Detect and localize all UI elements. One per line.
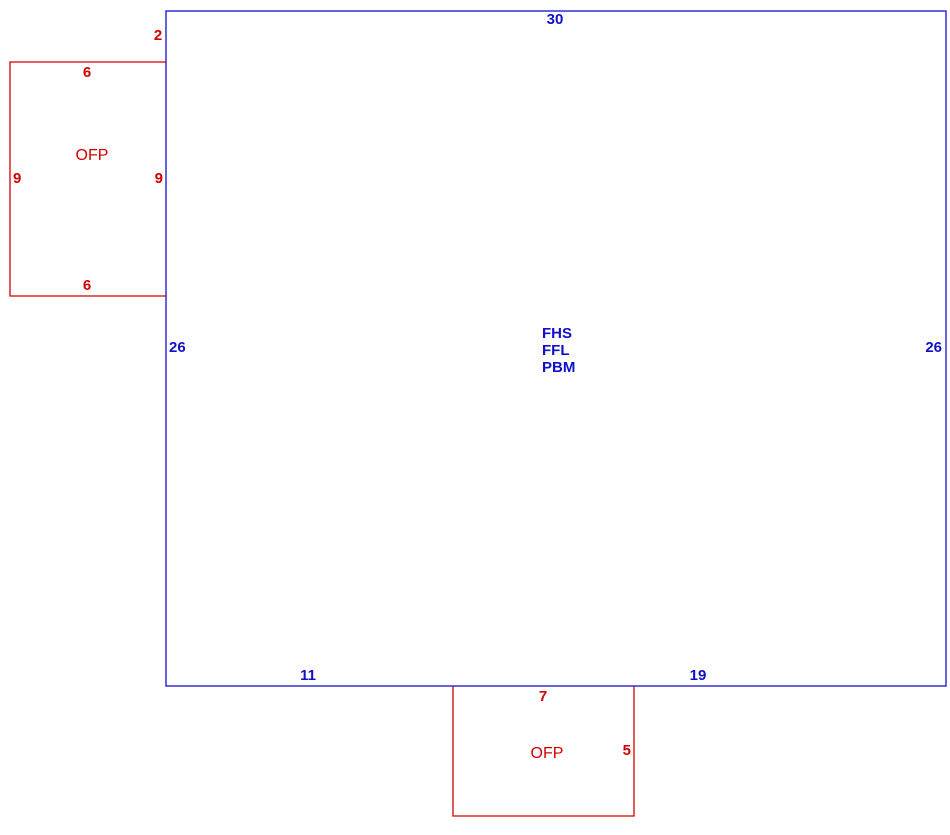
main-area-code-1: FHS [542, 325, 572, 342]
left-porch-left-dimension: 9 [13, 170, 21, 187]
main-bottom-right-dimension: 19 [690, 667, 707, 684]
bottom-porch-label: OFP [531, 745, 564, 762]
left-porch-outline [9, 61, 166, 297]
bottom-porch-outline [452, 686, 635, 817]
main-right-dimension: 26 [925, 339, 942, 356]
bottom-porch-top-dimension: 7 [539, 688, 547, 705]
bottom-porch-right-dimension: 5 [623, 742, 631, 759]
left-porch-bottom-dimension: 6 [83, 277, 91, 294]
main-left-dimension: 26 [169, 339, 186, 356]
left-porch-right-dimension: 9 [155, 170, 163, 187]
left-porch-offset-dimension: 2 [154, 27, 162, 44]
main-top-dimension: 30 [547, 11, 564, 28]
left-porch-label: OFP [76, 147, 109, 164]
main-bottom-left-dimension: 11 [300, 667, 316, 684]
main-structure-outline [165, 10, 947, 687]
main-area-code-3: PBM [542, 359, 575, 376]
main-area-code-2: FFL [542, 342, 570, 359]
left-porch-top-dimension: 6 [83, 64, 91, 81]
